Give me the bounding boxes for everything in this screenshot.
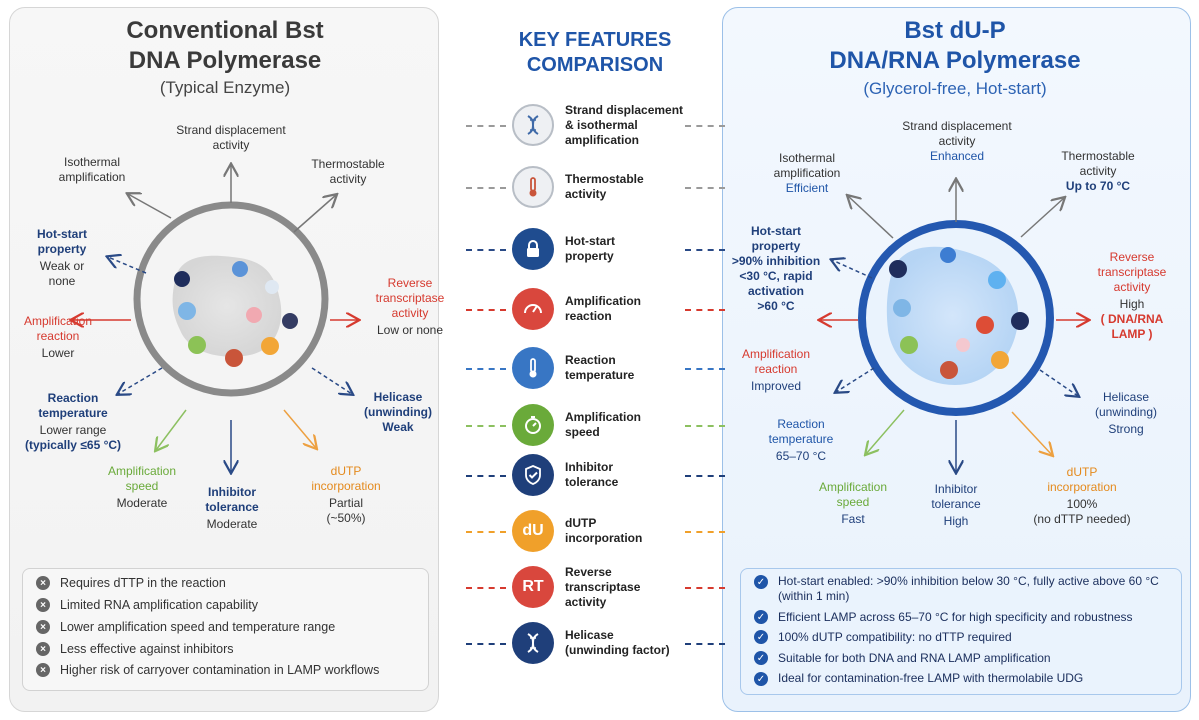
connector-left <box>466 531 506 533</box>
connector-right <box>685 187 725 189</box>
dna-icon <box>512 622 554 664</box>
left-bullet-text: Lower amplification speed and temperatur… <box>60 620 336 634</box>
connector-right <box>685 368 725 370</box>
left-bullet: × Lower amplification speed and temperatu… <box>36 620 335 634</box>
left-heli-label: Helicase (unwinding) Weak <box>364 390 432 434</box>
left-bullet-text: Higher risk of carryover contamination i… <box>60 663 380 677</box>
right-subtitle: (Glycerol-free, Hot-start) <box>863 79 1047 98</box>
left-bullet-text: Limited RNA amplification capability <box>60 598 259 612</box>
left-bullet-text: Requires dTTP in the reaction <box>60 576 226 590</box>
connector-right <box>685 309 725 311</box>
connector-left <box>466 249 506 251</box>
connector-left <box>466 125 506 127</box>
thermometer-icon <box>512 347 554 389</box>
x-icon: × <box>36 663 50 677</box>
connector-right <box>685 425 725 427</box>
right-bullet-2: Efficient LAMP across 65–70 °C for high … <box>778 610 1133 624</box>
right-heli-label: Helicase (unwinding) Strong <box>1094 390 1158 436</box>
right-bullet-5: Ideal for contamination-free LAMP with t… <box>778 671 1084 685</box>
right-bullet-3: 100% dUTP compatibility: no dTTP require… <box>778 630 1012 644</box>
x-icon: × <box>36 642 50 656</box>
left-hot-label: Hot-start property Weak or none <box>37 227 87 288</box>
connector-right <box>685 587 725 589</box>
right-advantages-box <box>740 568 1182 695</box>
gauge-icon <box>512 288 554 330</box>
left-subtitle: (Typical Enzyme) <box>159 78 291 97</box>
check-icon: ✓ <box>754 672 768 686</box>
connector-right <box>685 643 725 645</box>
check-icon: ✓ <box>754 575 768 589</box>
shield-icon <box>512 454 554 496</box>
connector-left <box>466 425 506 427</box>
connector-left <box>466 309 506 311</box>
connector-right <box>685 475 725 477</box>
connector-left <box>466 187 506 189</box>
right-bullet-4: Suitable for both DNA and RNA LAMP ampli… <box>778 651 1051 665</box>
stopwatch-icon <box>512 404 554 446</box>
lock-icon <box>512 228 554 270</box>
connector-right <box>685 531 725 533</box>
left-bullet: × Higher risk of carryover contamination … <box>36 663 379 677</box>
connector-left <box>466 475 506 477</box>
left-limitations-box <box>22 568 429 691</box>
check-icon: ✓ <box>754 630 768 644</box>
feature-label: Helicase(unwinding factor) <box>565 628 670 657</box>
x-icon: × <box>36 598 50 612</box>
connector-left <box>466 587 506 589</box>
left-bullet: × Requires dTTP in the reaction <box>36 576 226 590</box>
x-icon: × <box>36 620 50 634</box>
connector-right <box>685 249 725 251</box>
rt-icon: RT <box>512 566 554 608</box>
left-bullet: × Limited RNA amplification capability <box>36 598 258 612</box>
connector-left <box>466 368 506 370</box>
right-inhib-label: Inhibitor tolerance High <box>931 482 981 528</box>
left-bullet-text: Less effective against inhibitors <box>60 642 234 656</box>
left-temp-label: Reaction temperature Lower range (typica… <box>24 391 122 452</box>
du-icon: dU <box>512 510 554 552</box>
check-icon: ✓ <box>754 610 768 624</box>
right-bullet-1: Hot-start enabled: >90% inhibition below… <box>778 574 1159 603</box>
connector-right <box>685 125 725 127</box>
x-icon: × <box>36 576 50 590</box>
check-icon: ✓ <box>754 651 768 665</box>
dna-icon <box>512 104 554 146</box>
left-inhib-label: Inhibitor tolerance Moderate <box>205 485 259 531</box>
left-bullet: × Less effective against inhibitors <box>36 642 233 656</box>
connector-left <box>466 643 506 645</box>
right-hot-label: Hot-start property >90% inhibition <30 °… <box>731 224 821 313</box>
thermometer-icon <box>512 166 554 208</box>
